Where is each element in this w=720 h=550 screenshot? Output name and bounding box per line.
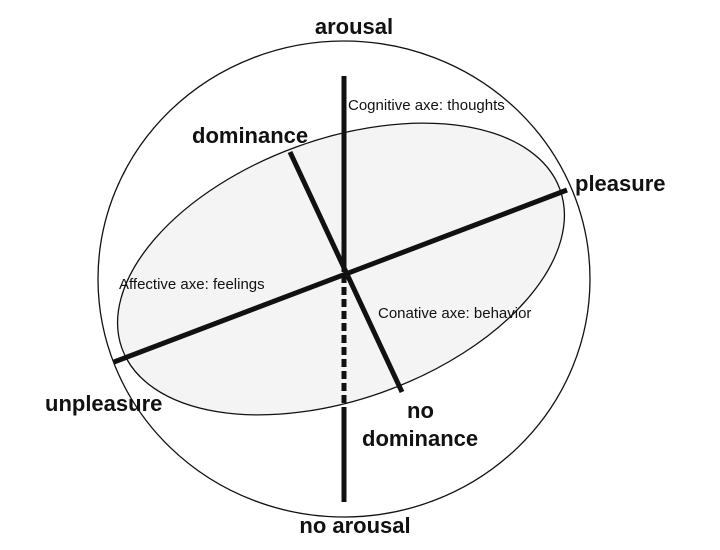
affective-axis-label: Affective axe: feelings — [119, 276, 265, 293]
dominance-axis — [287, 150, 405, 394]
cognitive-axis-label: Cognitive axe: thoughts — [348, 97, 505, 114]
no-arousal-label: no arousal — [299, 513, 410, 538]
pleasure-axis — [113, 187, 568, 365]
sphere-outline — [97, 40, 591, 518]
unpleasure-label: unpleasure — [45, 391, 162, 416]
no-dominance-label-line1: no — [407, 398, 434, 423]
arousal-label: arousal — [315, 14, 393, 39]
no-dominance-label-line2: dominance — [362, 426, 478, 451]
pleasure-label: pleasure — [575, 171, 666, 196]
dominance-label: dominance — [192, 123, 308, 148]
conative-axis-label: Conative axe: behavior — [378, 305, 531, 322]
affective-disc — [116, 122, 566, 416]
